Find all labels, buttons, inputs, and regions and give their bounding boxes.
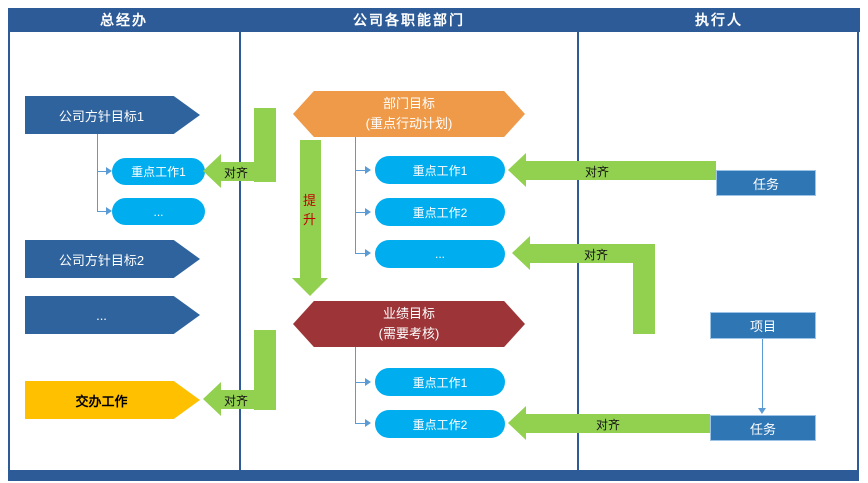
- lane-header-gm-office: 总经办: [8, 8, 240, 32]
- project-box: 项目: [710, 312, 816, 339]
- improve-arrow-head-icon: [292, 278, 328, 296]
- align-arrow-4-head-icon: [203, 382, 221, 416]
- dept-goal-subtitle: (重点行动计划): [365, 116, 453, 131]
- perf-key-work-1-shape: 重点工作1: [375, 368, 505, 396]
- align-arrow-2-shaft: [526, 161, 716, 180]
- perf-key-work-2-shape: 重点工作2: [375, 410, 505, 438]
- performance-goal-title: 业绩目标: [382, 305, 435, 321]
- task-top-box: 任务: [716, 170, 816, 196]
- improve-label: 提升: [302, 193, 316, 227]
- align-arrow-1-head-icon: [203, 154, 221, 188]
- align-arrow-2-head-icon: [508, 153, 526, 187]
- arrowhead-deptgoal-branch-3-icon: [365, 249, 371, 257]
- align-arrow-1-shaft: [221, 162, 276, 181]
- gm-key-work-1-shape: 重点工作1: [112, 158, 205, 185]
- improve-arrow-shaft: [300, 140, 321, 278]
- connector-perfgoal-branch-1: [355, 382, 365, 383]
- arrowhead-goal1-branch-1-icon: [106, 167, 112, 175]
- arrowhead-project-to-task-icon: [758, 408, 766, 414]
- connector-deptgoal-vertical: [355, 137, 356, 254]
- connector-goal1-branch-2: [97, 211, 106, 212]
- align-arrow-3-head-icon: [512, 236, 530, 270]
- gm-more-work-shape: ...: [112, 198, 205, 225]
- task-bottom-box: 任务: [710, 415, 816, 441]
- dept-goal-shape: 部门目标 (重点行动计划): [293, 91, 525, 137]
- align-label-2: 对齐: [585, 165, 610, 179]
- align-arrow-3-shaft: [530, 244, 655, 263]
- arrowhead-perfgoal-branch-1-icon: [365, 378, 371, 386]
- performance-goal-shape: 业绩目标 (需要考核): [293, 301, 525, 347]
- dept-key-work-1-shape: 重点工作1: [375, 156, 505, 184]
- connector-perfgoal-branch-2: [355, 423, 365, 424]
- arrowhead-perfgoal-branch-2-icon: [365, 419, 371, 427]
- diagram-bottom-bar: [8, 471, 859, 481]
- arrowhead-deptgoal-branch-1-icon: [365, 166, 371, 174]
- connector-goal1-branch-1: [97, 171, 106, 172]
- performance-goal-subtitle: (需要考核): [378, 326, 440, 341]
- align-label-3: 对齐: [584, 248, 609, 262]
- align-label-4: 对齐: [224, 394, 249, 408]
- connector-project-to-task: [762, 339, 763, 408]
- connector-perfgoal-vertical: [355, 347, 356, 424]
- align-arrow-5-shaft: [526, 414, 710, 433]
- policy-goal-1-shape: 公司方针目标1: [25, 96, 200, 134]
- connector-deptgoal-branch-1: [355, 170, 365, 171]
- connector-deptgoal-branch-3: [355, 253, 365, 254]
- connector-deptgoal-branch-2: [355, 212, 365, 213]
- dept-key-work-2-shape: 重点工作2: [375, 198, 505, 226]
- align-label-1: 对齐: [224, 166, 249, 180]
- policy-goal-2-shape: 公司方针目标2: [25, 240, 200, 278]
- arrowhead-goal1-branch-2-icon: [106, 207, 112, 215]
- lane-divider-2: [577, 8, 579, 472]
- lane-divider-1: [239, 8, 241, 472]
- align-arrow-3-vertical: [633, 244, 655, 334]
- policy-goal-more-shape: ...: [25, 296, 200, 334]
- align-arrow-4-shaft: [221, 390, 276, 409]
- arrowhead-deptgoal-branch-2-icon: [365, 208, 371, 216]
- dept-more-work-shape: ...: [375, 240, 505, 268]
- lane-header-departments: 公司各职能部门: [240, 8, 578, 32]
- align-label-5: 对齐: [596, 418, 621, 432]
- align-arrow-5-head-icon: [508, 406, 526, 440]
- lane-header-executor: 执行人: [578, 8, 860, 32]
- connector-goal1-vertical: [97, 134, 98, 212]
- dept-goal-title: 部门目标: [382, 95, 435, 111]
- assigned-work-shape: 交办工作: [25, 381, 200, 419]
